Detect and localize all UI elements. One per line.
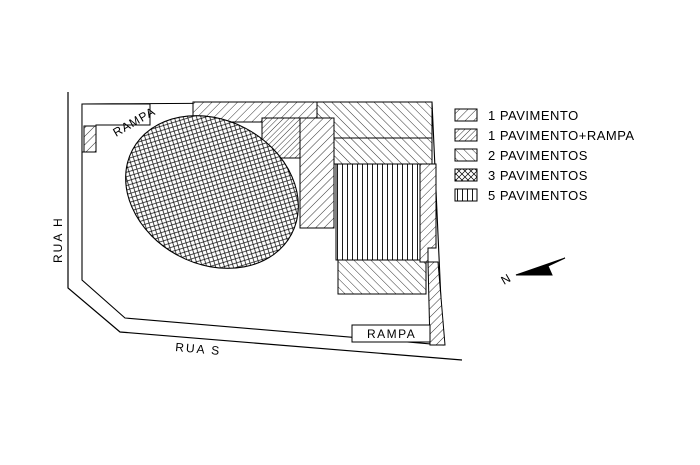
street-edges (67, 92, 463, 361)
block-left-small (83, 125, 97, 153)
street-s-label: RUA S (175, 340, 222, 358)
block-right-strip (419, 163, 446, 346)
legend-item-1p: 1 PAVIMENTO (454, 108, 579, 123)
legend-swatch-3p (454, 168, 478, 182)
ramp-bottom-label: RAMPA (367, 327, 416, 341)
legend-swatch-1p (454, 108, 478, 122)
legend: 1 PAVIMENTO 1 PAVIMENTO+RAMPA 2 PAVIMENT… (454, 108, 635, 203)
legend-swatch-5p (454, 188, 478, 202)
legend-label-5p: 5 PAVIMENTOS (488, 188, 588, 203)
legend-swatch-2p (454, 148, 478, 162)
street-h-label: RUA H (51, 216, 65, 263)
legend-label-1p-rampa: 1 PAVIMENTO+RAMPA (488, 128, 635, 143)
block-1p-vertical (299, 117, 335, 229)
legend-label-2p: 2 PAVIMENTOS (488, 148, 588, 163)
rua-h-edge (67, 92, 463, 361)
north-arrow-icon: N (499, 257, 566, 288)
legend-item-3p: 3 PAVIMENTOS (454, 168, 588, 183)
legend-item-5p: 5 PAVIMENTOS (454, 188, 588, 203)
legend-swatch-1p-rampa (454, 128, 478, 142)
block-2p-bottom (337, 259, 427, 295)
legend-item-1p-rampa: 1 PAVIMENTO+RAMPA (454, 128, 635, 143)
north-arrow-label: N (499, 271, 514, 287)
ramp-top-strip (81, 103, 151, 153)
legend-item-2p: 2 PAVIMENTOS (454, 148, 588, 163)
legend-label-1p: 1 PAVIMENTO (488, 108, 579, 123)
block-3p-oval (125, 115, 299, 269)
block-5p-tower (335, 163, 421, 261)
ramp-bottom-box (351, 324, 431, 343)
block-2p-band (333, 137, 433, 165)
legend-label-3p: 3 PAVIMENTOS (488, 168, 588, 183)
